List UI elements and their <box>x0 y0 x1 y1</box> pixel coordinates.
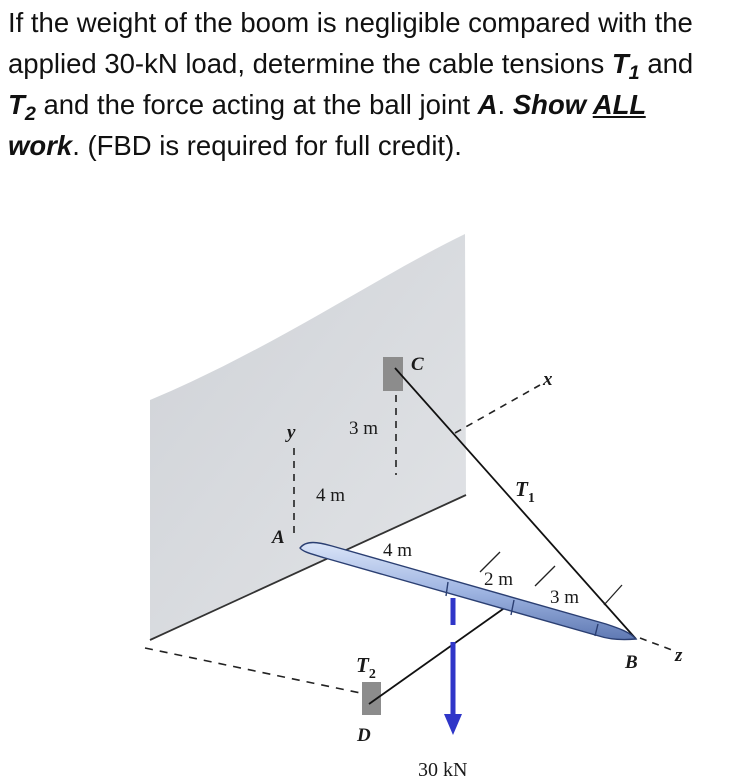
cable-t2 <box>368 603 511 705</box>
floor-dashed-line <box>144 647 371 696</box>
label-4m-boom: 4 m <box>383 540 412 561</box>
cable-t1 <box>394 367 637 640</box>
boom-joint-3 <box>594 623 599 637</box>
label-4m-wall: 4 m <box>316 485 345 506</box>
symbol-t1: T1 <box>611 48 640 84</box>
z-axis-dashed <box>639 637 673 651</box>
problem-statement: If the weight of the boom is negligible … <box>8 2 723 166</box>
symbol-a: A <box>477 89 498 120</box>
label-t1: T1 <box>515 477 535 506</box>
dim-tick-2m-right <box>534 565 556 587</box>
anchor-c <box>383 357 403 391</box>
label-b: B <box>624 652 638 673</box>
problem-text-2: and <box>639 48 694 79</box>
problem-text-4: . <box>497 89 513 120</box>
wall <box>150 234 466 640</box>
problem-text-1: If the weight of the boom is negligible … <box>8 7 693 79</box>
label-y: y <box>285 422 296 443</box>
boom <box>299 541 638 641</box>
anchor-d <box>362 682 381 715</box>
label-t2: T2 <box>356 653 376 682</box>
label-d: D <box>356 725 371 746</box>
boom-diagram: y 3 m 4 m A C x 4 m 2 m 3 m T1 T2 B z D … <box>144 234 683 781</box>
problem-text-3: and the force acting at the ball joint <box>35 89 478 120</box>
label-a: A <box>271 527 285 548</box>
emphasis-work: work <box>8 130 73 161</box>
dim-tick-3m-right <box>603 584 623 606</box>
label-2m: 2 m <box>484 569 513 590</box>
x-axis-dashed <box>454 384 541 434</box>
label-c: C <box>411 354 424 375</box>
emphasis-show: Show <box>512 89 593 120</box>
label-load: 30 kN <box>418 759 467 781</box>
label-x: x <box>542 369 553 390</box>
wall-base-line <box>149 494 467 641</box>
emphasis-all: ALL <box>592 89 646 120</box>
label-3m-top: 3 m <box>349 418 378 439</box>
boom-joint-1 <box>445 581 449 597</box>
load-arrow-head-icon <box>444 714 462 735</box>
label-z: z <box>674 645 683 666</box>
symbol-t2: T2 <box>8 89 36 125</box>
label-3m-boom: 3 m <box>550 587 579 608</box>
problem-text-5: . (FBD is required for full credit). <box>72 130 462 161</box>
boom-joint-2 <box>510 599 515 616</box>
dim-tick-2m-left <box>479 551 501 573</box>
